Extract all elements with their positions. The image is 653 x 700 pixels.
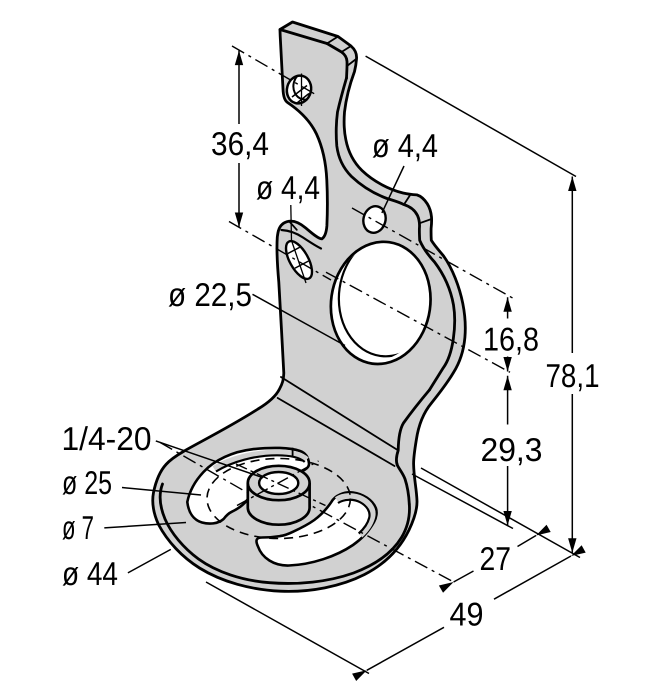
svg-text:1/4-20: 1/4-20 [62, 420, 152, 457]
svg-text:27: 27 [480, 540, 512, 577]
svg-text:49: 49 [450, 596, 484, 633]
svg-text:ø 25: ø 25 [62, 464, 112, 501]
svg-text:ø 7: ø 7 [62, 509, 94, 546]
svg-text:ø 22,5: ø 22,5 [168, 276, 252, 313]
svg-text:ø 4,4: ø 4,4 [256, 169, 320, 206]
svg-text:78,1: 78,1 [546, 357, 600, 394]
svg-text:ø 44: ø 44 [62, 555, 118, 592]
svg-text:ø 4,4: ø 4,4 [372, 127, 438, 164]
svg-text:36,4: 36,4 [211, 125, 269, 162]
svg-text:29,3: 29,3 [481, 431, 543, 468]
svg-text:16,8: 16,8 [483, 321, 539, 358]
